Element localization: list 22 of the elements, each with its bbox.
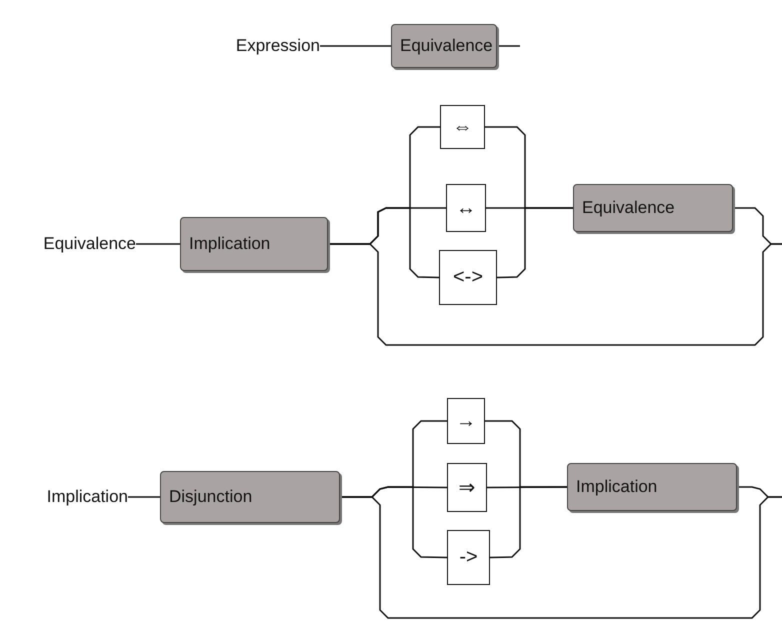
connector-line [328, 243, 782, 346]
terminal-box: <-> [439, 250, 497, 305]
connector-line [136, 243, 180, 245]
nonterminal-box: Implication [180, 217, 328, 271]
connector-line [496, 207, 573, 278]
rule-name: Implication [10, 485, 128, 509]
terminal-box: ⇔ [440, 105, 485, 149]
nonterminal-box: Disjunction [160, 471, 340, 523]
nonterminal-box: Equivalence [573, 184, 733, 232]
terminal-box: → [447, 398, 485, 444]
terminal-box: ⇒ [447, 463, 487, 512]
connector-line [320, 45, 391, 47]
terminal-box: ↔ [446, 184, 486, 232]
connector-line [340, 496, 782, 619]
nonterminal-box: Implication [567, 463, 737, 511]
connector-line [490, 486, 567, 558]
terminal-box: -> [447, 530, 490, 585]
connector-line [497, 45, 520, 47]
rule-name: Expression [222, 34, 320, 58]
connector-line [128, 496, 160, 498]
rule-name: Equivalence [6, 232, 136, 256]
nonterminal-box: Equivalence [391, 24, 497, 68]
